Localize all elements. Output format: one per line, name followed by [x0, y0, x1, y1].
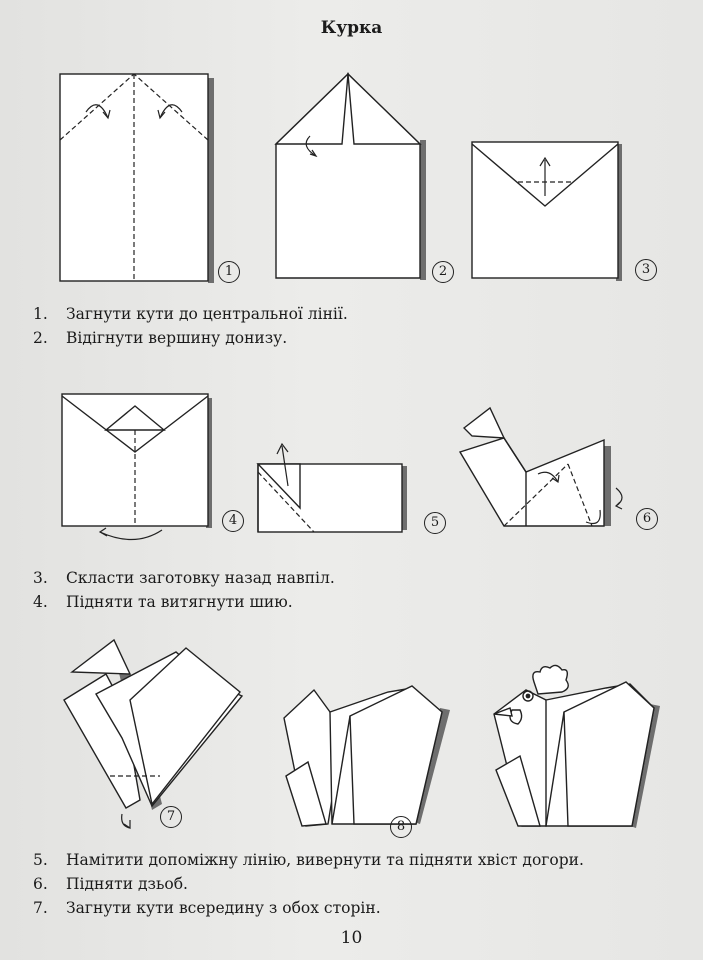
- diagram-step-2: 2: [272, 70, 454, 285]
- step-number-badge: 8: [390, 816, 412, 838]
- instructions-group-2: 3.Скласти заготовку назад навпіл. 4.Підн…: [33, 566, 335, 614]
- instruction-item: 1.Загнути кути до центральної лінії.: [33, 305, 348, 323]
- step-number-badge: 5: [424, 512, 446, 534]
- diagram-final-hen-drawing: [493, 664, 660, 828]
- diagram-step-4: 4: [58, 390, 244, 555]
- step-number-badge: 6: [636, 508, 658, 530]
- diagram-step-5-drawing: [256, 442, 407, 533]
- step-number-badge: 7: [160, 806, 182, 828]
- instruction-item: 2.Відігнути вершину донизу.: [33, 329, 288, 347]
- diagram-final-hen: [490, 660, 665, 835]
- diagram-step-3: 3: [468, 138, 657, 283]
- diagram-step-3-drawing: [471, 141, 622, 281]
- diagram-step-4-drawing: [61, 393, 212, 541]
- step-number-badge: 2: [432, 261, 454, 283]
- diagram-step-1: 1: [56, 70, 240, 285]
- instruction-item: 4.Підняти та витягнути шию.: [33, 593, 293, 611]
- page-number: 10: [340, 928, 363, 948]
- instructions-group-3: 5.Намітити допоміжну лінію, вивернути та…: [33, 848, 584, 920]
- step-number-badge: 1: [218, 261, 240, 283]
- instructions-group-1: 1.Загнути кути до центральної лінії. 2.В…: [33, 302, 348, 350]
- page-title: Курка: [320, 18, 383, 38]
- diagram-step-1-drawing: [59, 73, 214, 283]
- diagram-step-7-drawing: [63, 638, 244, 830]
- diagram-step-2-drawing: [274, 72, 426, 280]
- instruction-item: 6.Підняти дзьоб.: [33, 875, 188, 893]
- instruction-item: 5.Намітити допоміжну лінію, вивернути та…: [33, 851, 584, 869]
- diagram-step-8-drawing: [283, 685, 450, 827]
- instruction-item: 3.Скласти заготовку назад навпіл.: [33, 569, 335, 587]
- diagram-step-6-drawing: [458, 406, 623, 527]
- step-number-badge: 3: [635, 259, 657, 281]
- instruction-item: 7.Загнути кути всередину з обох сторін.: [33, 899, 381, 917]
- diagram-step-5: 5: [254, 436, 446, 546]
- diagram-step-6: 6: [456, 402, 658, 542]
- diagram-step-7: 7: [60, 630, 260, 840]
- diagram-step-8: 8: [280, 676, 455, 846]
- step-number-badge: 4: [222, 510, 244, 532]
